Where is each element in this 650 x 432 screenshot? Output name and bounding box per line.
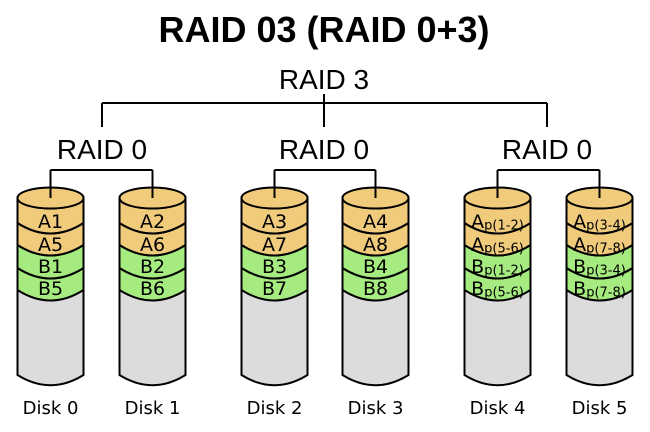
band-label: B5 [38,278,63,300]
disk-name-label-4: Disk 4 [470,398,526,419]
raid0-node-label-left: RAID 0 [57,134,147,165]
band-label: A8 [363,234,388,256]
disk-cylinder-2: A3 A7 B3 B7 [240,186,309,387]
disk-name-label-3: Disk 3 [348,398,404,419]
page-title: RAID 03 (RAID 0+3) [158,9,489,50]
band-label: B2 [140,256,165,278]
raid0-bracket-line-left [49,169,154,198]
band-label: B6 [140,278,165,300]
band-label: A2 [140,211,165,233]
disk-name-label-5: Disk 5 [572,398,628,419]
parity-band-label: Bp(5-6) [471,278,524,301]
parity-band-label: Ap(1-2) [471,211,524,234]
parity-band-label: Ap(3-4) [573,211,626,234]
band-label: A1 [38,211,63,233]
band-label: B8 [363,278,388,300]
raid3-bracket-line [101,94,548,127]
disk-name-label-2: Disk 2 [247,398,303,419]
disk-name-label-0: Disk 0 [23,398,79,419]
disk-cylinder-0: A1 A5 B1 B5 [16,186,85,387]
raid3-node-label: RAID 3 [279,64,369,95]
band-label: A7 [262,234,287,256]
band-label: A4 [363,211,388,233]
parity-band-label: Bp(3-4) [573,256,626,279]
parity-band-label: Bp(7-8) [573,278,626,301]
band-label: B3 [262,256,287,278]
raid0-bracket-line-right [496,169,601,198]
raid0-node-label-right: RAID 0 [502,134,592,165]
disk-cylinder-4: Ap(1-2) Ap(5-6) Bp(1-2) Bp(5-6) [463,186,532,387]
parity-band-label: Ap(7-8) [573,234,626,257]
band-label: B4 [363,256,388,278]
band-label: A5 [38,234,63,256]
band-label: A3 [262,211,287,233]
band-label: A6 [140,234,165,256]
parity-band-label: Bp(1-2) [471,256,524,279]
disk-name-label-1: Disk 1 [125,398,181,419]
parity-band-label: Ap(5-6) [471,234,524,257]
band-label: B1 [38,256,63,278]
disk-cylinder-5: Ap(3-4) Ap(7-8) Bp(3-4) Bp(7-8) [565,186,634,387]
raid0-node-label-middle: RAID 0 [279,134,369,165]
disk-cylinder-3: A4 A8 B4 B8 [341,186,410,387]
raid0-bracket-line-middle [273,169,377,198]
band-label: B7 [262,278,287,300]
disk-cylinder-1: A2 A6 B2 B6 [118,186,187,387]
